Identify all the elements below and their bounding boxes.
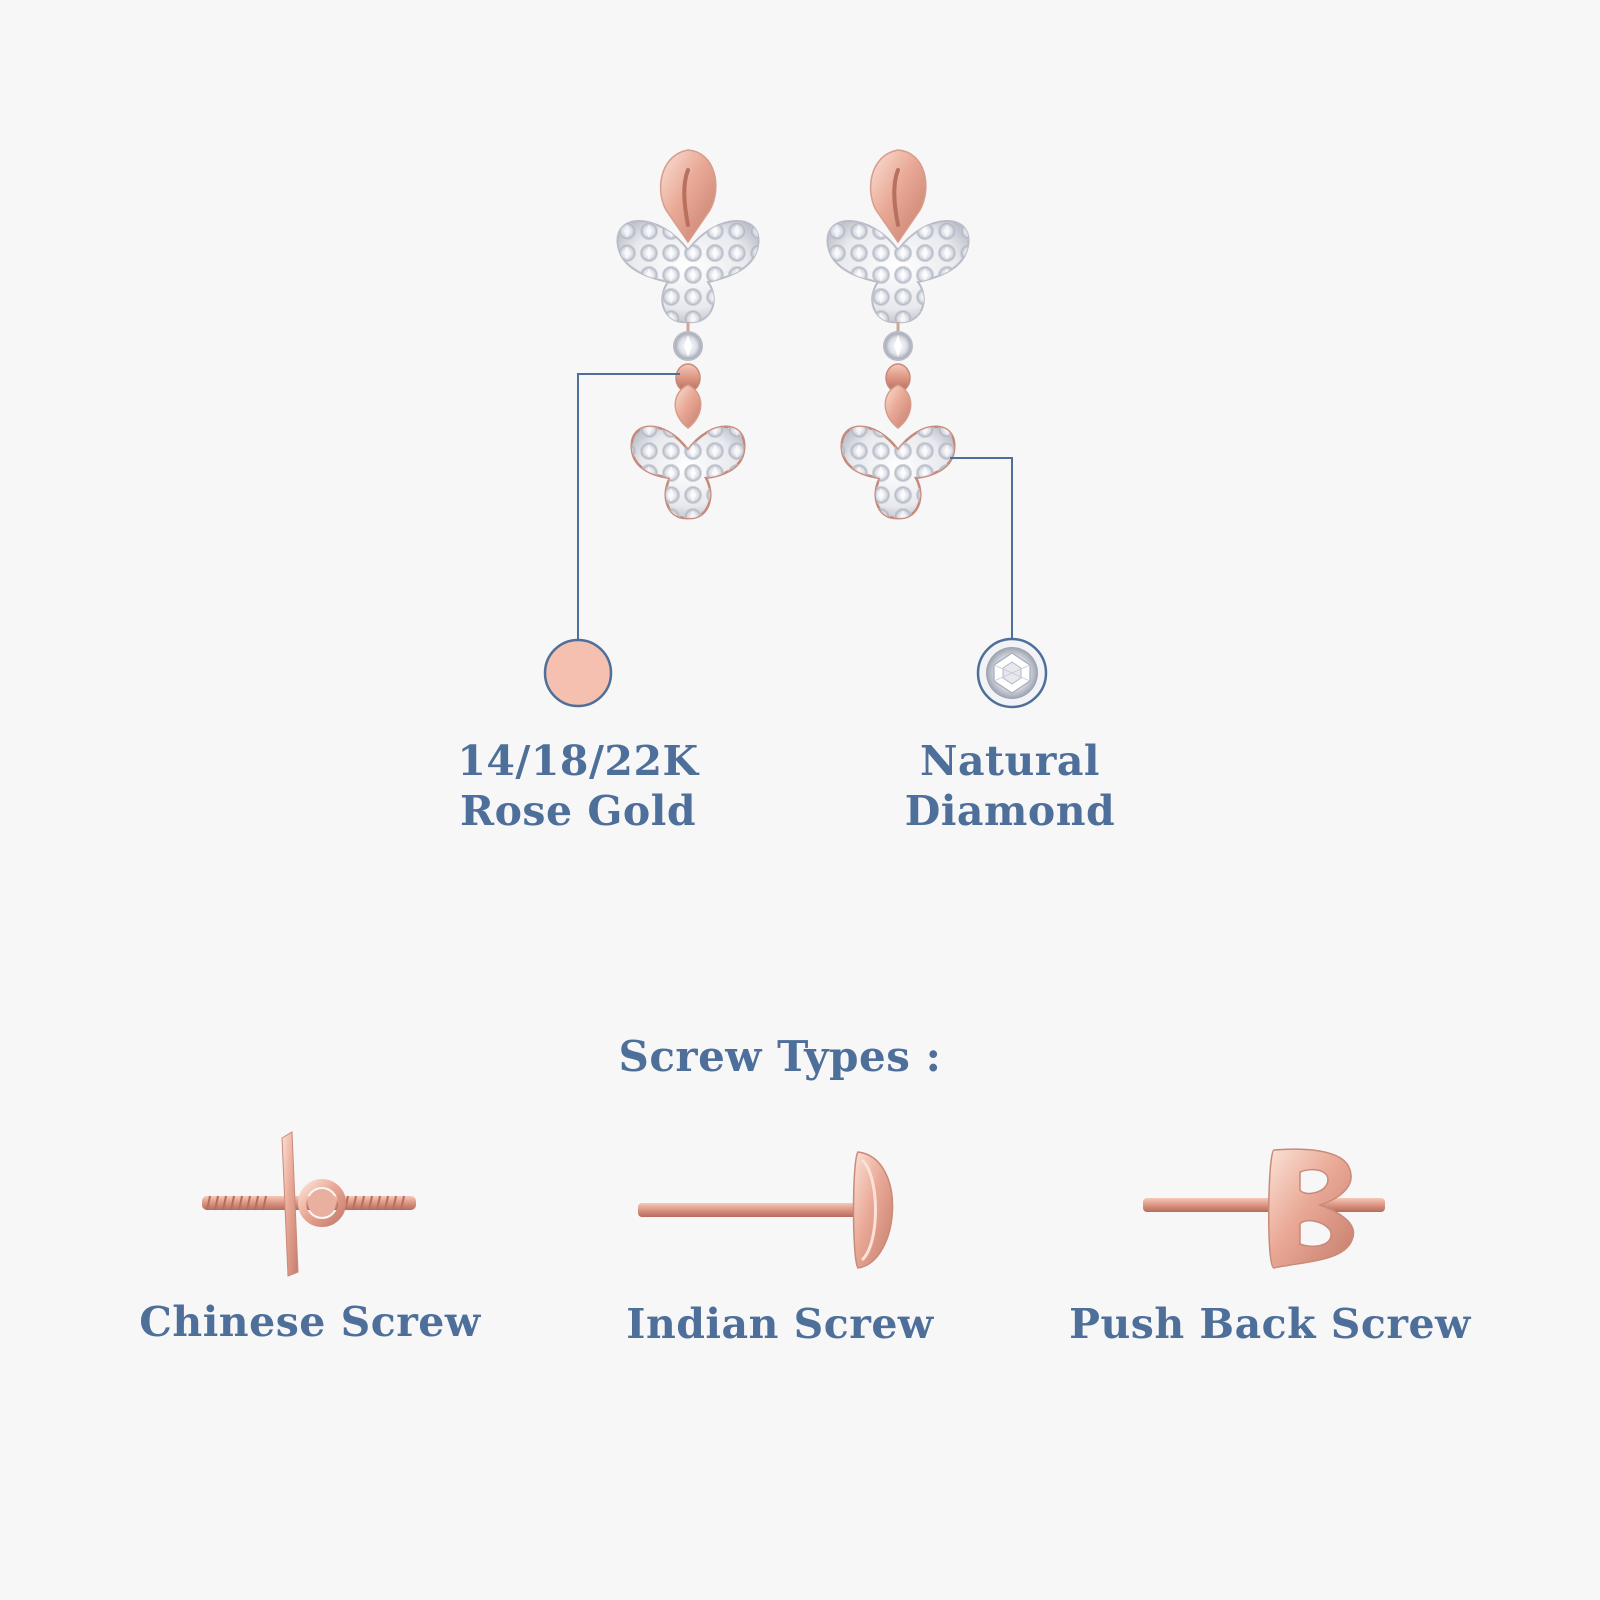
indian-screw-label: Indian Screw — [626, 1300, 934, 1348]
metal-leader-line — [577, 373, 680, 640]
rose-gold-swatch-icon — [543, 638, 613, 708]
diamond-swatch-icon — [976, 637, 1048, 709]
stone-callout-label: Natural Diamond — [850, 736, 1170, 836]
push-back-screw-label: Push Back Screw — [1069, 1300, 1471, 1348]
indian-screw-icon — [638, 1151, 894, 1269]
stone-leader-line — [950, 457, 1013, 640]
metal-karat-text: 14/18/22K — [457, 737, 699, 785]
stone-type-text: Diamond — [904, 787, 1116, 835]
left-earring-image — [616, 149, 760, 520]
right-earring-image — [826, 149, 970, 520]
chinese-screw-icon — [202, 1131, 416, 1277]
metal-type-text: Rose Gold — [460, 787, 696, 835]
metal-callout-label: 14/18/22K Rose Gold — [418, 736, 738, 836]
stone-origin-text: Natural — [919, 737, 1101, 785]
push-back-screw-icon — [1143, 1148, 1385, 1269]
screw-types-heading: Screw Types : — [618, 1032, 942, 1081]
chinese-screw-label: Chinese Screw — [139, 1298, 481, 1346]
